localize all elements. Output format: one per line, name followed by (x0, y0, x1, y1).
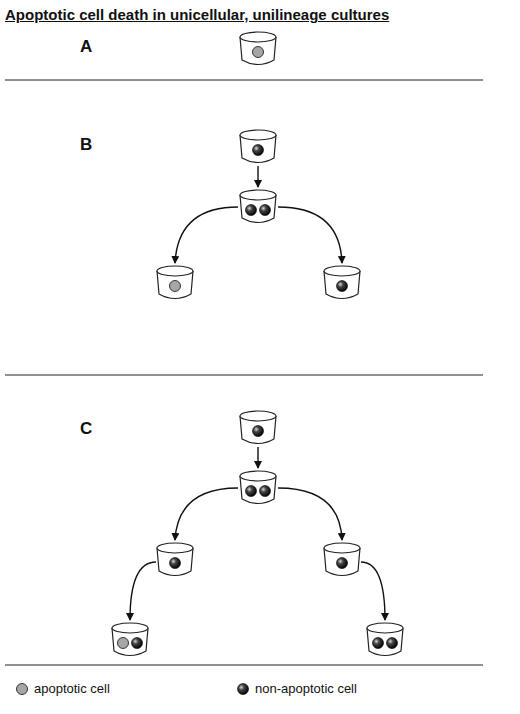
panel-letter: B (80, 135, 92, 155)
panel-letter: A (80, 37, 92, 57)
panel-letter: C (80, 419, 92, 439)
legend-text: apoptotic cell (34, 681, 110, 696)
legend-text: non-apoptotic cell (255, 681, 357, 696)
diagram-title: Apoptotic cell death in unicellular, uni… (5, 6, 389, 23)
